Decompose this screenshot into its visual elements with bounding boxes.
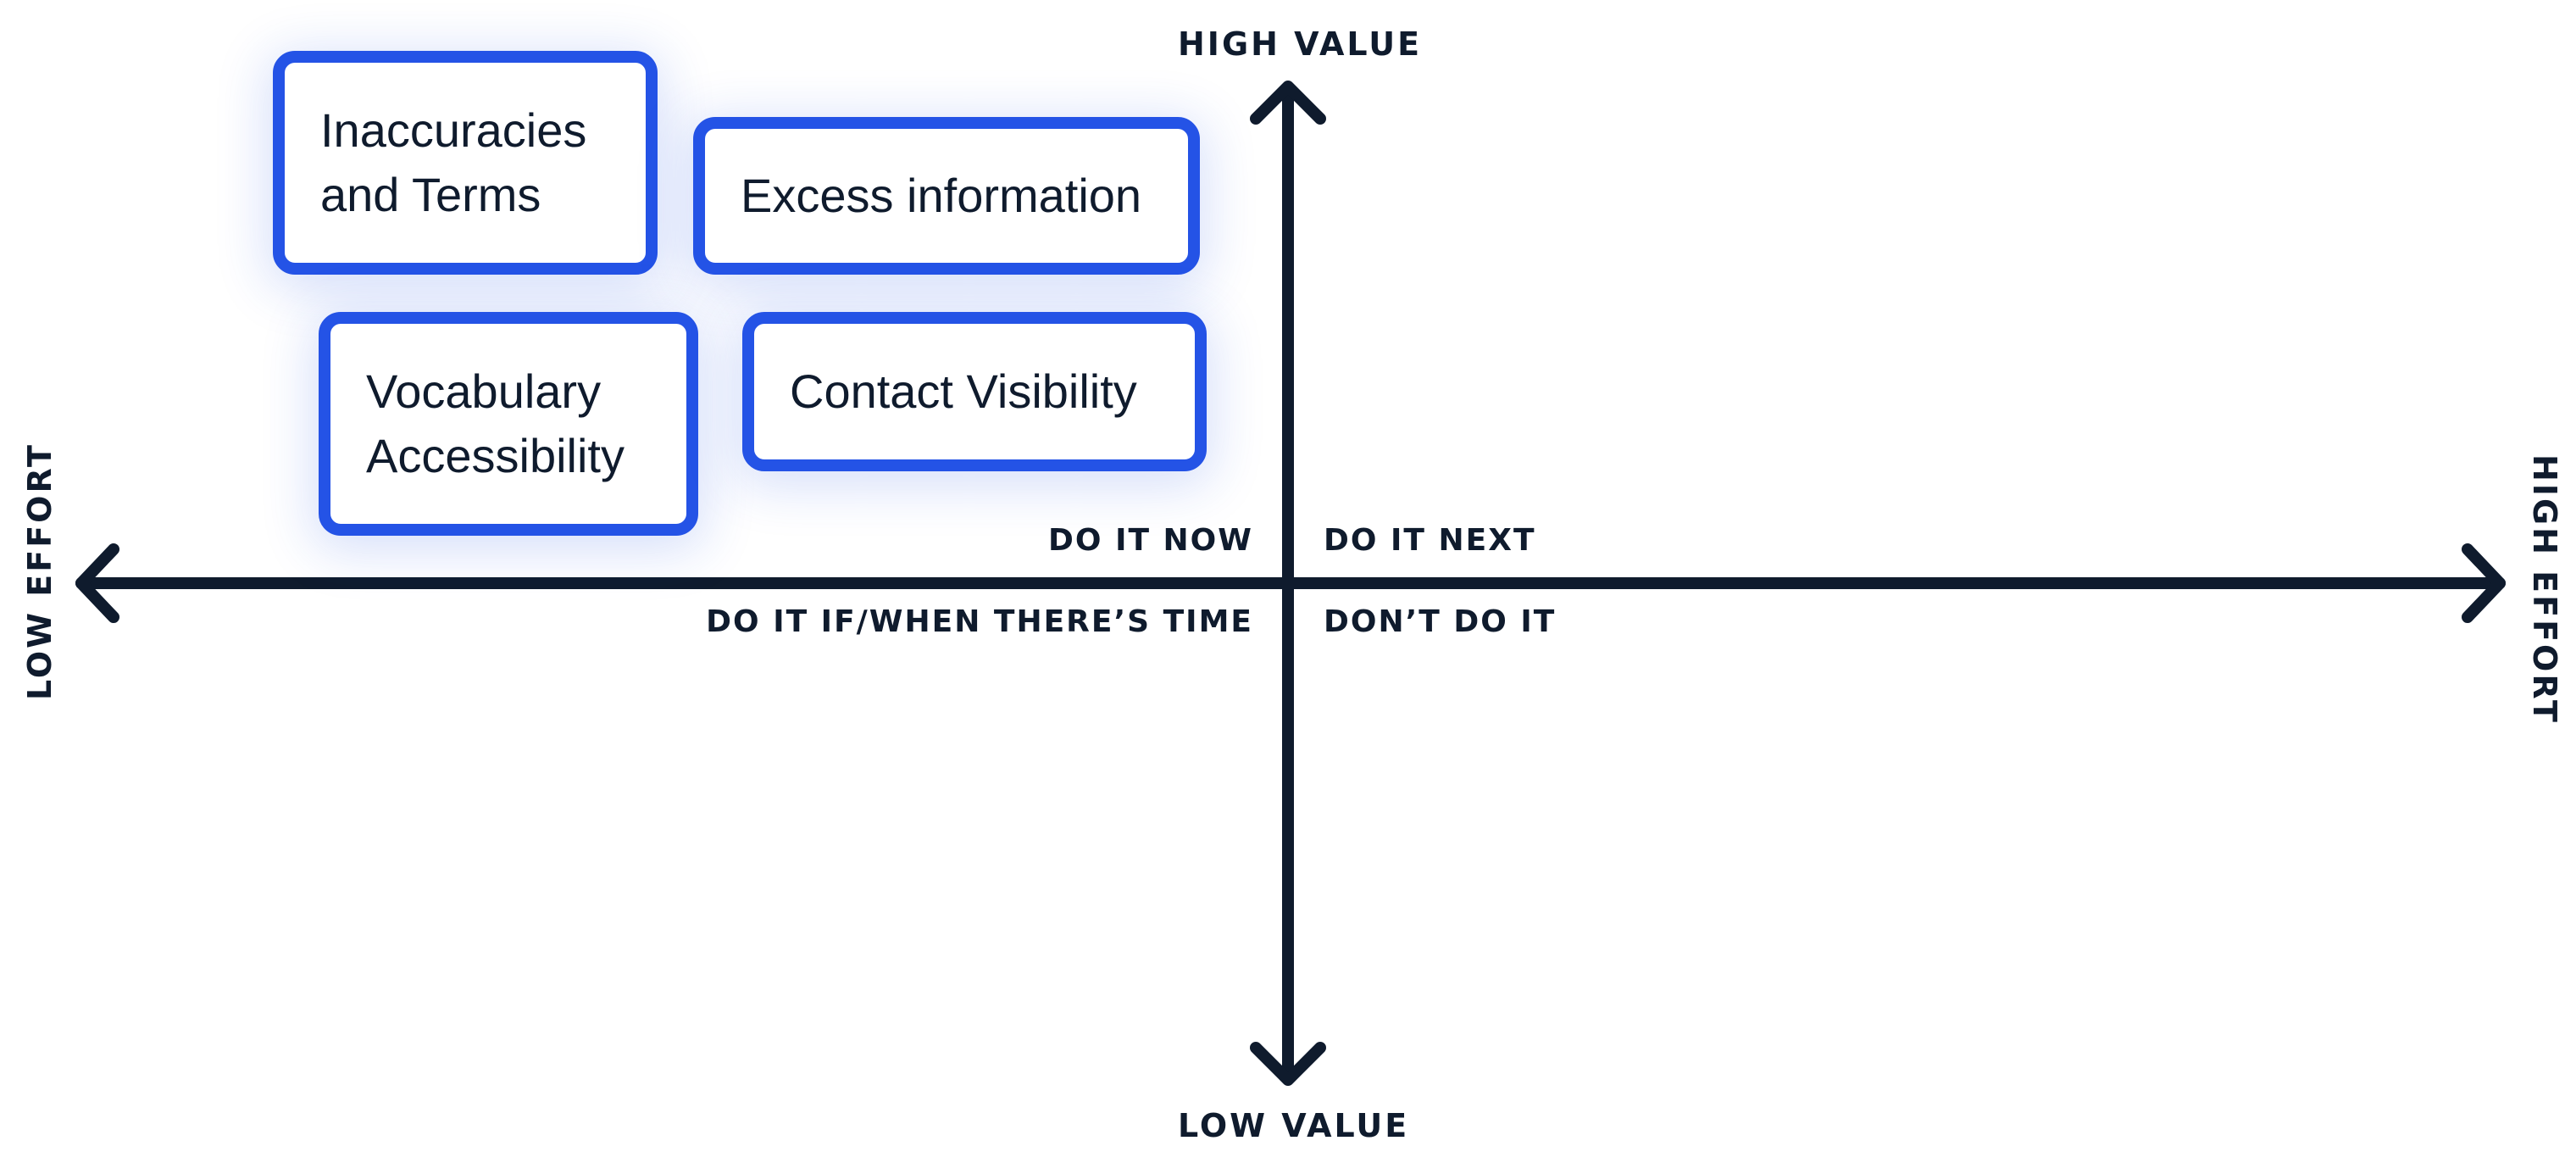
card-vocabulary-accessibility[interactable]: Vocabulary Accessibility <box>319 312 698 536</box>
quadrant-label-dont-do-it: DON’T DO IT <box>1324 604 1557 639</box>
card-excess-information[interactable]: Excess information <box>693 117 1200 275</box>
horizontal-axis-right-arrowhead <box>2462 543 2506 623</box>
card-label: Inaccuracies and Terms <box>320 103 587 221</box>
quadrant-label-do-it-next: DO IT NEXT <box>1324 523 1536 558</box>
card-label: Excess information <box>741 169 1142 223</box>
card-inaccuracies-and-terms[interactable]: Inaccuracies and Terms <box>273 51 658 275</box>
horizontal-axis-left-arrowhead <box>75 543 119 623</box>
vertical-axis-bottom-arrowhead <box>1250 1042 1326 1086</box>
card-label: Contact Visibility <box>790 364 1137 419</box>
axis-label-high-effort: HIGH EFFORT <box>2526 454 2563 725</box>
card-label: Vocabulary Accessibility <box>366 364 625 482</box>
axis-label-high-value: HIGH VALUE <box>1178 25 1423 63</box>
axis-label-low-effort: LOW EFFORT <box>21 442 58 700</box>
quadrant-label-do-it-if-when-theres-time: DO IT IF/WHEN THERE’S TIME <box>706 604 1253 639</box>
axis-label-low-value: LOW VALUE <box>1178 1107 1410 1144</box>
vertical-axis-top-arrowhead <box>1250 81 1326 125</box>
card-contact-visibility[interactable]: Contact Visibility <box>742 312 1207 471</box>
quadrant-label-do-it-now: DO IT NOW <box>1048 523 1253 558</box>
